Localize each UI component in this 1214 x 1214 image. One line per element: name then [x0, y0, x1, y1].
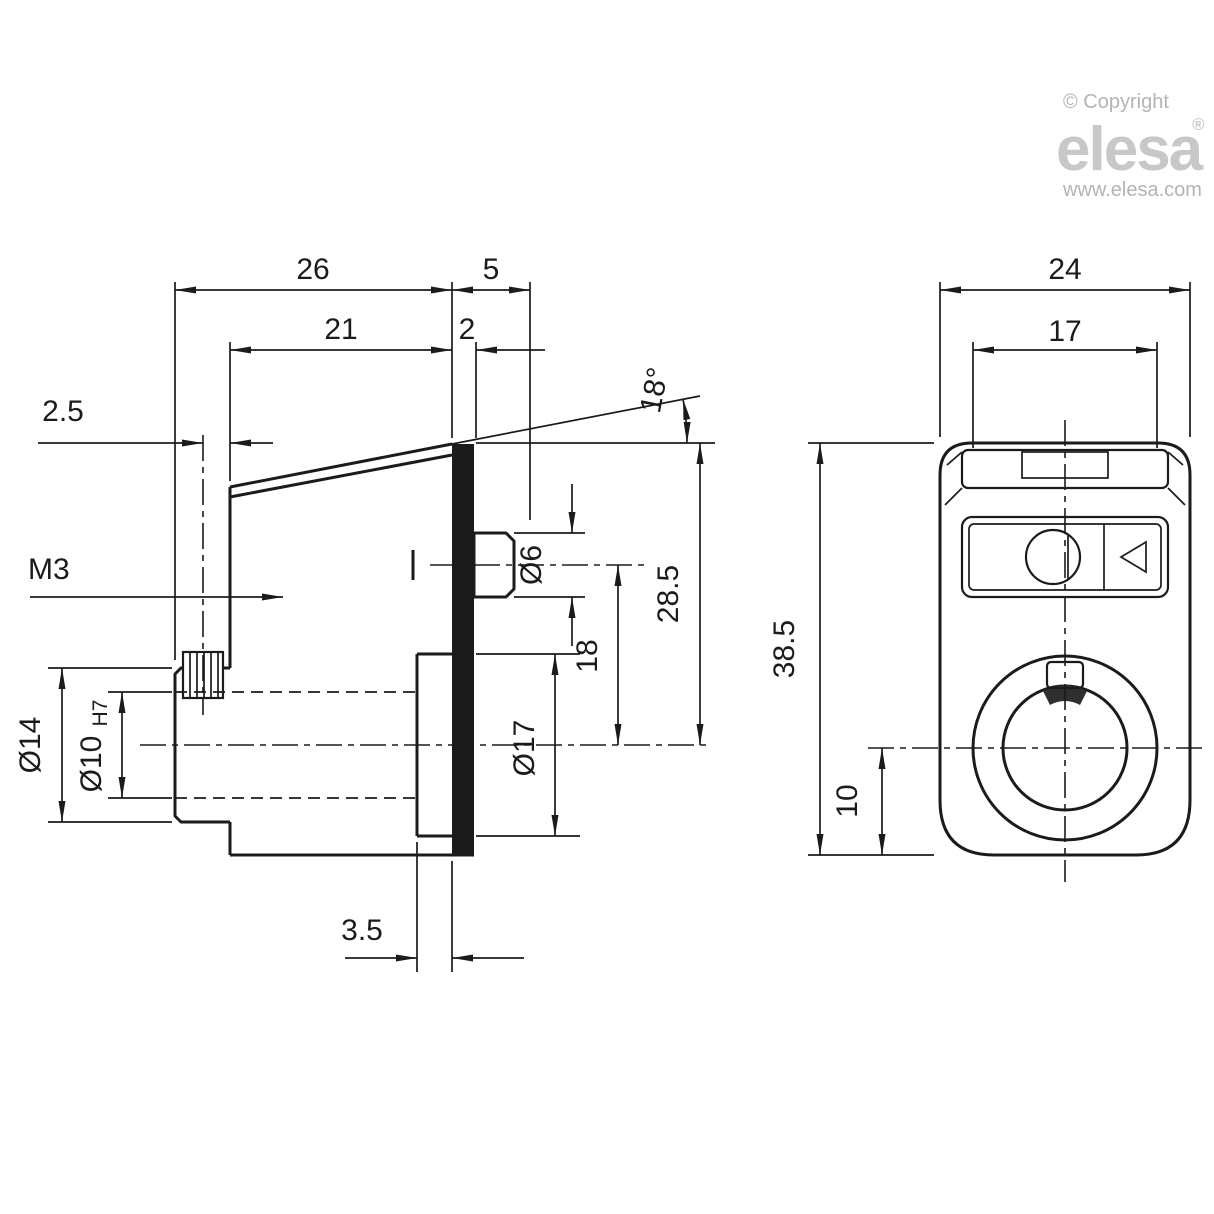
dim-38p5-height: 38.5 [768, 443, 824, 855]
dim-26-total-depth: 26 [175, 253, 452, 294]
dia-label-17: Ø17 [508, 720, 541, 777]
dim-label-3p5: 3.5 [341, 914, 383, 947]
side-view: 26 5 21 2 2.5 M3 18° [14, 253, 715, 972]
extension-lines [48, 282, 715, 972]
thread-label-m3: M3 [28, 553, 70, 586]
dim-3p5-hub-depth: 3.5 [341, 914, 524, 962]
dia17-hub: Ø17 [508, 654, 559, 836]
counter-digit-wheel [1024, 528, 1082, 586]
side-centerlines [140, 435, 712, 746]
tolerance-label-h7: H7 [89, 700, 112, 727]
dim-24-width: 24 [940, 253, 1190, 294]
reference-pointer-triangle [1119, 540, 1147, 574]
elesa-logo: elesa [1056, 115, 1204, 184]
dia-label-14: Ø14 [14, 717, 47, 774]
dim-5-protrusion: 5 [452, 253, 530, 294]
dim-label-2: 2 [459, 313, 476, 346]
dim-label-18: 18 [571, 639, 604, 672]
copyright-text: © Copyright [1063, 91, 1169, 113]
website-text: www.elesa.com [1062, 179, 1202, 201]
dim-label-28p5: 28.5 [652, 565, 685, 623]
dim-label-26: 26 [296, 253, 329, 286]
dim-label-10: 10 [831, 784, 864, 817]
body-outline [173, 442, 474, 857]
dim-28p5-height: 28.5 [652, 443, 704, 745]
front-extension-lines [808, 282, 1191, 856]
front-centerlines [868, 420, 1207, 882]
dia14-bushing: Ø14 [14, 668, 66, 822]
dim-label-24: 24 [1048, 253, 1081, 286]
dim-label-38p5: 38.5 [768, 620, 801, 678]
bore-hidden-lines [175, 691, 417, 799]
dim-2-lens-thickness: 2 [459, 313, 545, 354]
dim-label-2p5: 2.5 [42, 395, 84, 428]
lens-front-edge [452, 444, 474, 855]
dim-21-body-depth: 21 [230, 313, 452, 354]
m3-screw-knurling [189, 652, 219, 698]
dim-10-axis-to-bottom: 10 [831, 748, 886, 855]
angle-arc [682, 398, 691, 444]
m3-screw-head [181, 650, 225, 700]
dim-label-21: 21 [324, 313, 357, 346]
branding: © Copyright elesa ® www.elesa.com [1056, 91, 1206, 201]
dim-label-17: 17 [1048, 315, 1081, 348]
m3-thread-callout: M3 [28, 553, 283, 601]
front-view: 24 17 38.5 10 [768, 253, 1207, 882]
registered-mark-icon: ® [1192, 115, 1205, 134]
dim-18-axis-offset: 18 [571, 565, 622, 745]
dim-2p5-offset: 2.5 [38, 395, 273, 447]
top-face-bevel-edges [944, 451, 1186, 506]
dim-17-window-width: 17 [973, 315, 1157, 354]
digit-wheel-edge [1067, 524, 1105, 590]
dia-label-10: Ø10 [75, 736, 108, 793]
dia10-bore: Ø10 H7 [75, 692, 126, 798]
angle-label-18: 18° [634, 365, 675, 416]
dim-label-5: 5 [483, 253, 500, 286]
angle-18deg: 18° [634, 365, 691, 444]
